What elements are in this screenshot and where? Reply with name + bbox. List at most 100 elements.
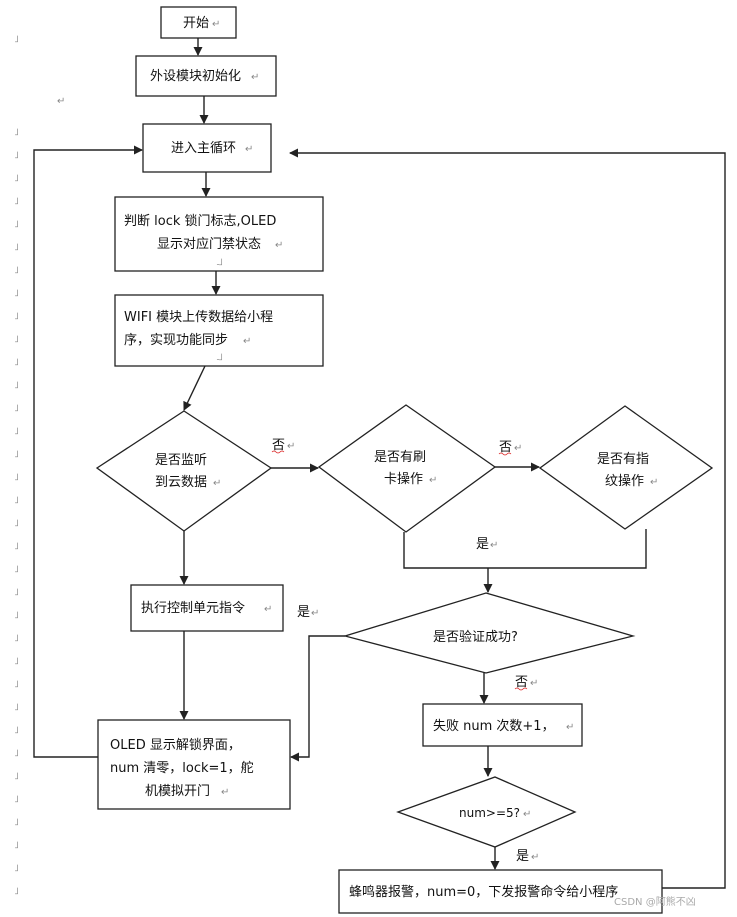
margin-mark: ˩ [14, 541, 19, 552]
return-mark: ↵ [311, 608, 319, 619]
return-mark: ↵ [245, 144, 253, 155]
margin-mark: ˩ [14, 449, 19, 460]
margin-mark: ˩ [14, 564, 19, 575]
start-box [160, 6, 237, 39]
margin-mark: ˩ [14, 518, 19, 529]
judge-lock-line2: 显示对应门禁状态 [157, 236, 261, 252]
return-mark: ↵ [264, 604, 272, 615]
margin-mark: ˩ [14, 794, 19, 805]
label-no-verify: 否 [515, 675, 528, 690]
branch-labels: 否 ↵ 否 ↵ 是 ↵ 是 ↵ 否 ↵ 是 ↵ [271, 438, 539, 864]
margin-mark: ˩ [14, 771, 19, 782]
label-yes-merge: 是 [476, 537, 489, 552]
card-line1: 是否有刷 [374, 450, 426, 465]
listen-cloud-diamond [95, 410, 273, 532]
return-mark: ↵ [650, 477, 658, 488]
node-fail-count: 失败 num 次数+1， ↵ [422, 703, 583, 747]
fingerprint-line2: 纹操作 [605, 473, 644, 489]
margin-mark: ˩ [14, 380, 19, 391]
node-execute: 执行控制单元指令 ↵ [130, 584, 284, 632]
check-num-label: num>=5? [459, 806, 520, 820]
spell-underline [498, 452, 512, 456]
node-listen-cloud: 是否监听 到云数据 ↵ [95, 410, 273, 532]
judge-lock-box [114, 196, 324, 272]
margin-mark: ˩ [14, 863, 19, 874]
margin-mark: ˩ [14, 610, 19, 621]
margin-mark: ˩ [14, 886, 19, 897]
unlock-line1: OLED 显示解锁界面， [110, 737, 241, 753]
margin-mark: ˩ [14, 150, 19, 161]
return-mark: ↵ [429, 475, 437, 486]
label-yes-check: 是 [516, 849, 529, 864]
listen-cloud-line2: 到云数据 [155, 475, 207, 490]
label-no-card: 否 [499, 440, 512, 455]
margin-mark: ˩ [14, 587, 19, 598]
wifi-line1: WIFI 模块上传数据给小程 [124, 310, 273, 325]
node-main-loop: 进入主循环 ↵ [142, 123, 272, 173]
return-mark: ↵ [490, 540, 498, 551]
return-mark: ↵ [213, 478, 221, 489]
init-label: 外设模块初始化 [150, 69, 241, 84]
return-mark: ↵ [275, 240, 283, 251]
node-alarm: 蜂鸣器报警，num=0，下发报警命令给小程序 [338, 869, 663, 914]
arrow-wifi-to-listen [183, 365, 206, 411]
margin-mark: ˩ [14, 34, 19, 45]
margin-mark: ˩ [14, 656, 19, 667]
main-loop-label: 进入主循环 [171, 141, 236, 156]
node-init: 外设模块初始化 ↵ [135, 55, 277, 97]
start-label: 开始 [183, 16, 209, 31]
tiny-mark: ˩˩ [216, 352, 223, 363]
connectors [33, 38, 726, 889]
node-unlock: OLED 显示解锁界面， num 清零，lock=1，舵 机模拟开门 ↵ [97, 719, 291, 810]
node-judge-lock: 判断 lock 锁门标志,OLED 显示对应门禁状态 ↵ ˩˩ [114, 196, 324, 272]
margin-marks: ˩ ˩ ˩ ˩ ˩ ˩ ˩ ˩ ˩ ˩ ˩ ˩ ˩ ˩ ˩ ˩ ˩ ˩ ˩ ˩ … [14, 34, 65, 897]
return-mark: ↵ [221, 787, 229, 798]
node-wifi: WIFI 模块上传数据给小程 序，实现功能同步 ↵ ˩˩ [114, 294, 324, 367]
fail-count-box [422, 703, 583, 747]
unlock-line2: num 清零，lock=1，舵 [110, 761, 254, 776]
return-mark: ↵ [566, 722, 574, 733]
fail-count-label: 失败 num 次数+1， [433, 718, 555, 734]
margin-mark: ˩ [14, 265, 19, 276]
margin-mark: ˩ [14, 219, 19, 230]
init-box [135, 55, 277, 97]
fingerprint-line1: 是否有指 [597, 452, 649, 467]
spell-underline [271, 450, 285, 454]
margin-mark: ˩ [14, 196, 19, 207]
watermark: CSDN @阿熊不凶 [614, 895, 696, 908]
yes-merge-line [403, 529, 647, 569]
margin-mark: ˩ [14, 127, 19, 138]
node-check-num: num>=5? ↵ [396, 776, 577, 848]
node-fingerprint: 是否有指 纹操作 ↵ [538, 405, 714, 530]
node-verify: 是否验证成功? [342, 592, 636, 674]
main-loop-box [142, 123, 272, 173]
return-mark: ↵ [212, 19, 220, 30]
margin-mark: ˩ [14, 242, 19, 253]
return-mark: ↵ [523, 809, 531, 820]
fingerprint-diamond [538, 405, 714, 530]
verify-diamond [342, 592, 636, 674]
return-mark: ↵ [514, 443, 522, 454]
margin-mark: ˩ [14, 357, 19, 368]
wifi-box [114, 294, 324, 367]
wifi-line2: 序，实现功能同步 [124, 333, 228, 348]
margin-mark: ˩ [14, 702, 19, 713]
execute-label: 执行控制单元指令 [141, 601, 245, 616]
arrow-verify-yes [290, 635, 345, 762]
margin-mark: ˩ [14, 817, 19, 828]
margin-mark: ˩ [14, 840, 19, 851]
listen-cloud-line1: 是否监听 [155, 453, 207, 468]
return-mark: ↵ [287, 441, 295, 452]
card-line2: 卡操作 [384, 471, 423, 487]
margin-mark: ˩ [14, 311, 19, 322]
execute-box [130, 584, 284, 632]
spell-underline [514, 687, 528, 691]
unlock-box [97, 719, 291, 810]
return-mark: ↵ [243, 336, 251, 347]
check-num-diamond [396, 776, 577, 848]
margin-mark: ˩ [14, 426, 19, 437]
alarm-box [338, 869, 663, 914]
alarm-label: 蜂鸣器报警，num=0，下发报警命令给小程序 [349, 884, 618, 900]
margin-mark: ˩ [14, 472, 19, 483]
